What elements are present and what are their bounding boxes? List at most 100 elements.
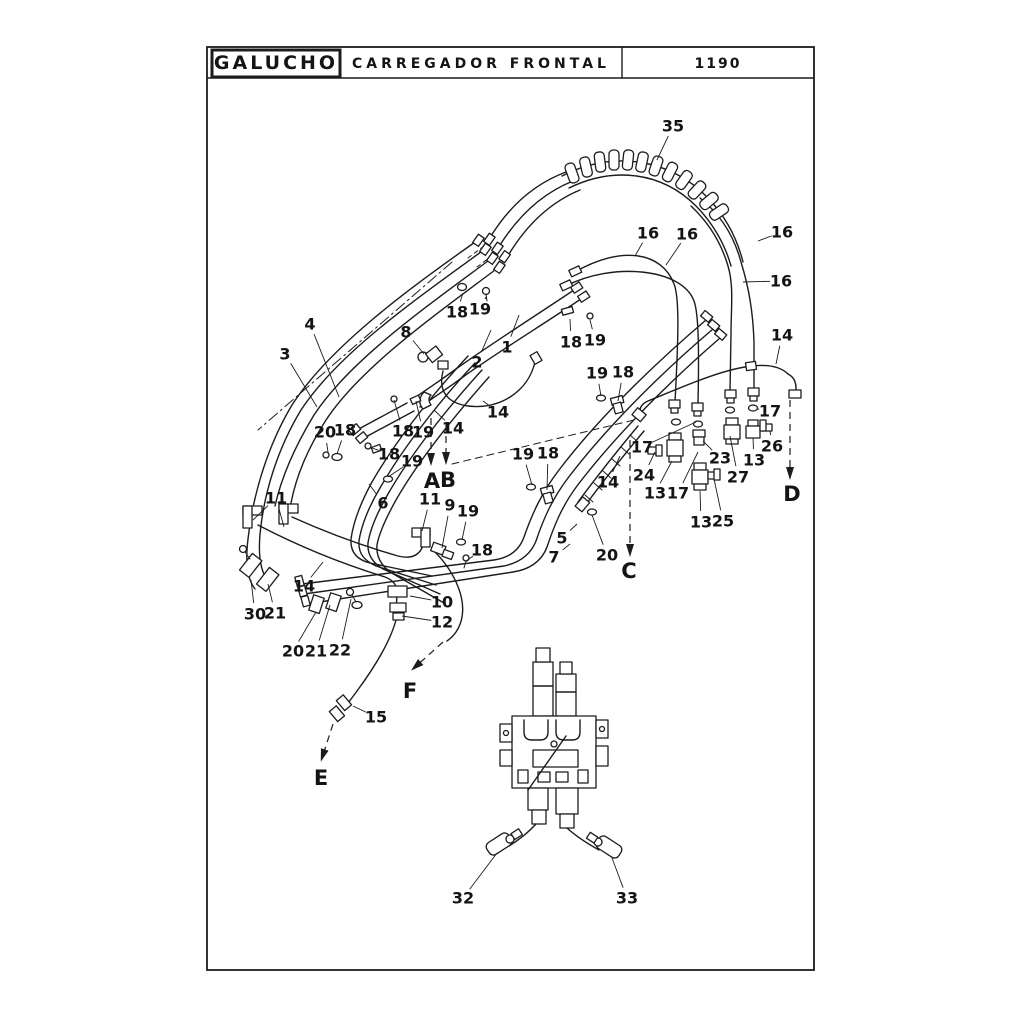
hose-5	[301, 319, 707, 585]
brand-name: GALUCHO	[214, 52, 338, 74]
leader-line	[368, 483, 377, 495]
part-callout-4: 4	[304, 315, 315, 334]
ref-label-D: D	[783, 482, 800, 506]
leader-line	[713, 478, 722, 511]
leader-line	[352, 705, 367, 713]
leader-line	[569, 523, 578, 531]
leader-line	[393, 399, 401, 421]
leader-line	[634, 242, 643, 257]
leader-line	[775, 345, 781, 365]
tube-2	[419, 296, 585, 408]
hose-14-loop	[441, 361, 536, 408]
part-callout-14: 14	[442, 419, 464, 438]
hose-14-hatched	[577, 425, 639, 503]
part-callout-14: 14	[487, 403, 509, 422]
part-callout-16: 16	[770, 272, 792, 291]
leader-line	[742, 280, 771, 283]
ref-arrowhead-C	[626, 544, 634, 557]
ref-arrow-F	[413, 641, 444, 669]
leader-line	[441, 515, 449, 549]
leader-line	[310, 561, 324, 578]
leader-line	[461, 521, 467, 541]
part-callout-18: 18	[334, 421, 356, 440]
hose-to-tee	[257, 524, 398, 593]
part-callout-15: 15	[365, 708, 387, 727]
part-callout-30: 30	[244, 605, 266, 624]
part-callout-14: 14	[293, 577, 315, 596]
leader-line	[569, 318, 571, 332]
leader-line	[482, 400, 490, 406]
part-callout-19: 19	[401, 452, 423, 471]
ref-label-F: F	[403, 679, 417, 703]
ref-arrowhead-A	[427, 453, 435, 466]
leader-line	[421, 509, 428, 532]
hose-to-f	[431, 548, 464, 642]
part-callout-20: 20	[596, 546, 618, 565]
part-callout-17: 17	[631, 438, 653, 457]
part-callout-3: 3	[279, 345, 290, 364]
part-callout-19: 19	[584, 331, 606, 350]
leader-line	[250, 579, 255, 604]
leader-line	[752, 437, 754, 450]
ref-label-E: E	[314, 766, 328, 790]
leader-line	[313, 334, 340, 398]
leader-line	[387, 466, 404, 478]
leader-line	[729, 435, 737, 467]
part-callout-32: 32	[452, 889, 474, 908]
tube-6b	[358, 362, 476, 586]
phantom-line-b	[451, 419, 635, 465]
part-callout-25: 25	[712, 512, 734, 531]
leader-line	[336, 440, 342, 455]
part-callout-9: 9	[444, 496, 455, 515]
leader-line	[409, 595, 432, 601]
part-callout-16: 16	[676, 225, 698, 244]
ref-arrowhead-D	[786, 467, 794, 480]
tube-a4	[290, 266, 500, 504]
tube-6d	[376, 376, 490, 604]
leader-line	[659, 460, 673, 484]
part-callout-21: 21	[264, 604, 286, 623]
hose-16-d	[690, 205, 733, 392]
part-callout-33: 33	[616, 889, 638, 908]
ref-arrowhead-F	[411, 659, 424, 671]
leader-line	[298, 611, 317, 642]
part-callout-12: 12	[431, 613, 453, 632]
leader-line	[525, 464, 533, 486]
leader-line	[469, 852, 498, 890]
leader-line	[562, 543, 571, 551]
leader-line	[412, 340, 425, 355]
page-title: CARREGADOR FRONTAL	[352, 56, 610, 72]
leader-line	[278, 508, 285, 528]
part-callout-13: 13	[690, 513, 712, 532]
leader-line	[484, 296, 487, 300]
hose-16-b	[565, 270, 700, 405]
hose-7	[303, 328, 714, 595]
leader-line	[702, 440, 713, 451]
part-callout-27: 27	[727, 468, 749, 487]
ref-label-C: C	[621, 559, 636, 583]
leader-line	[290, 363, 318, 408]
leader-line	[589, 319, 593, 330]
part-callout-7: 7	[548, 548, 559, 567]
hose-linework	[246, 160, 797, 708]
leader-line	[318, 604, 331, 641]
fitting-33	[585, 831, 623, 859]
part-callout-10: 10	[431, 593, 453, 612]
part-callout-5: 5	[556, 529, 567, 548]
tube-4	[258, 248, 486, 582]
page-number: 1190	[695, 56, 742, 72]
part-callout-18: 18	[537, 444, 559, 463]
part-callout-8: 8	[400, 323, 411, 342]
tube-1	[412, 287, 578, 400]
leader-line	[612, 455, 621, 473]
ref-label-A: A	[424, 469, 441, 493]
part-callout-26: 26	[761, 437, 783, 456]
leader-line	[769, 430, 771, 436]
leader-line	[598, 383, 602, 397]
hose-16-a	[574, 254, 679, 403]
fitting-32	[485, 828, 524, 856]
leader-line	[665, 242, 682, 266]
leader-line	[546, 463, 549, 491]
part-callout-24: 24	[633, 466, 655, 485]
leader-line	[459, 292, 464, 302]
